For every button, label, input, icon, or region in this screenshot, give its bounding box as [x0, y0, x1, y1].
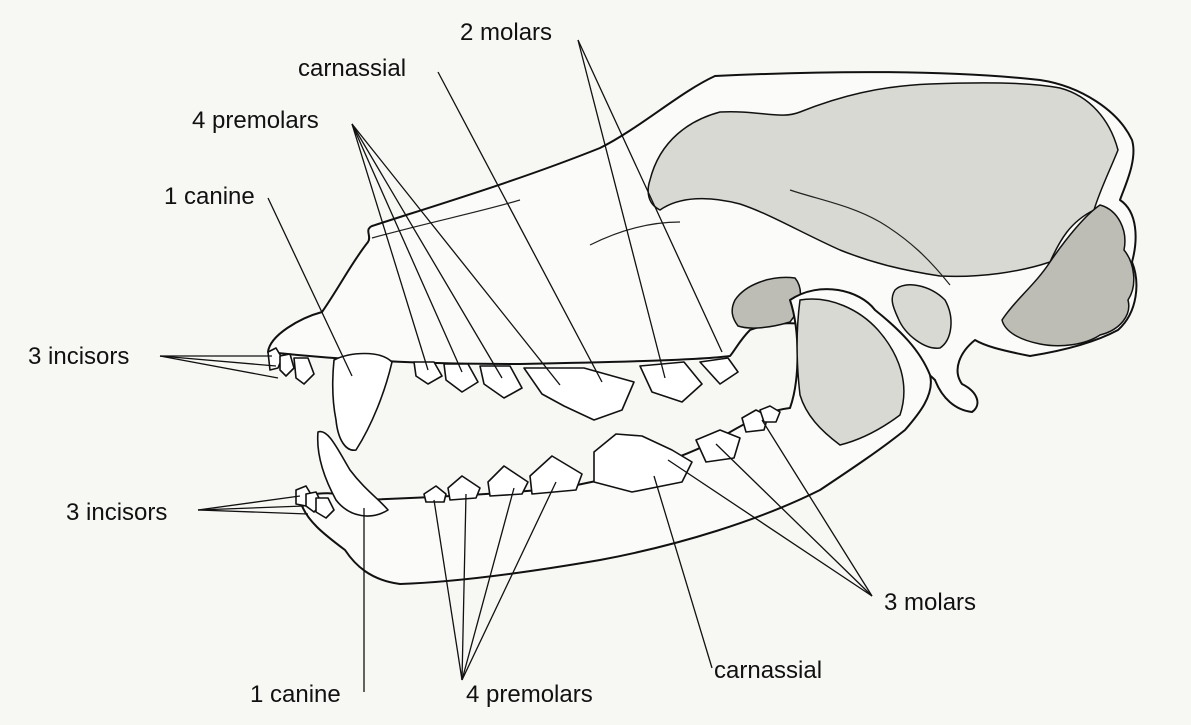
label-upper-incisors: 3 incisors — [28, 343, 129, 370]
label-lower-carnassial: carnassial — [714, 657, 822, 684]
lower-incisor-3 — [315, 497, 335, 519]
leader-lines — [159, 39, 873, 692]
nasal-ridge — [371, 199, 521, 239]
upper-incisor-3 — [293, 357, 315, 385]
upper-teeth — [267, 347, 739, 451]
coronoid-shadow — [731, 276, 802, 329]
occipital-region — [1001, 204, 1135, 347]
label-lower-canine: 1 canine — [250, 681, 341, 708]
leader-upper-molars-1 — [577, 39, 666, 379]
upper-canine — [331, 352, 393, 451]
skull-illustration — [267, 71, 1138, 585]
upper-molar-2 — [699, 357, 739, 385]
leader-lower-molar-1 — [667, 459, 873, 597]
upper-incisor-2 — [279, 353, 295, 377]
lower-premolar-3 — [487, 465, 529, 497]
lower-carnassial — [593, 433, 693, 493]
upper-premolar-1 — [413, 361, 443, 385]
leader-lower-incisor-3 — [197, 509, 309, 515]
upper-carnassial — [523, 367, 635, 421]
leader-upper-molars-2 — [577, 39, 723, 353]
leader-upper-premolar-3 — [351, 123, 503, 379]
leader-lower-premolar-2 — [461, 493, 467, 681]
label-upper-carnassial: carnassial — [298, 55, 406, 82]
label-upper-canine: 1 canine — [164, 183, 255, 210]
leader-upper-premolar-4 — [351, 123, 561, 386]
lower-premolar-4 — [529, 455, 583, 495]
ramus-shading — [796, 298, 905, 446]
leader-lower-premolar-1 — [433, 499, 463, 681]
label-upper-molars: 2 molars — [460, 19, 552, 46]
palate-line — [589, 221, 681, 246]
leader-upper-premolar-2 — [351, 123, 463, 373]
leader-lower-carnassial — [653, 475, 713, 669]
leader-lower-molar-3 — [761, 419, 873, 597]
upper-premolar-3 — [479, 365, 523, 399]
upper-molar-1 — [639, 361, 703, 403]
leader-upper-canine — [267, 197, 353, 377]
lower-canine — [316, 430, 389, 517]
leader-lower-premolar-4 — [461, 481, 557, 681]
leader-upper-incisor-3 — [159, 355, 279, 379]
zygomatic-arch — [647, 82, 1119, 278]
leader-upper-incisor-2 — [159, 355, 277, 367]
lower-molar-3 — [759, 405, 781, 423]
leader-lower-incisor-1 — [197, 495, 301, 511]
leader-lower-premolar-3 — [461, 487, 515, 681]
labels: 2 molars carnassial 4 premolars 1 canine… — [28, 19, 976, 708]
label-upper-premolars: 4 premolars — [192, 107, 319, 134]
label-lower-incisors: 3 incisors — [66, 499, 167, 526]
tympanic-bulla — [891, 284, 952, 349]
label-lower-molars: 3 molars — [884, 589, 976, 616]
leader-upper-premolar-1 — [351, 123, 429, 371]
lower-premolar-2 — [447, 475, 481, 501]
lower-teeth — [295, 405, 781, 519]
leader-lower-incisor-2 — [197, 505, 305, 511]
upper-premolar-2 — [443, 363, 479, 393]
eye-socket-line — [789, 189, 951, 286]
lower-premolar-1 — [423, 485, 447, 503]
leader-upper-carnassial — [437, 71, 603, 383]
label-lower-premolars: 4 premolars — [466, 681, 593, 708]
leader-lower-molar-2 — [715, 443, 873, 597]
